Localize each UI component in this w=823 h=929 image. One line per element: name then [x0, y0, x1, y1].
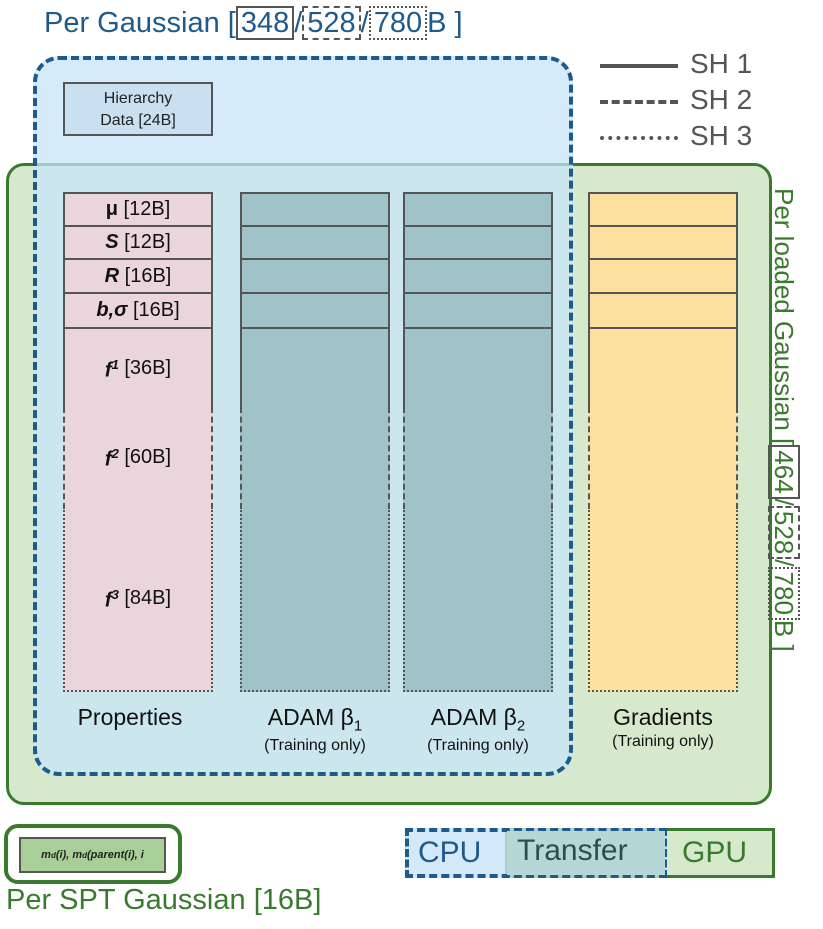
prop-b-sigma-cell: b,σ [16B] [63, 292, 213, 329]
gradients-note: (Training only) [612, 733, 714, 750]
legend-sh2-label: SH 2 [690, 84, 753, 115]
grad-cell [588, 225, 738, 260]
hierarchy-line2: Data [24B] [100, 112, 176, 129]
adam-beta2-column [403, 192, 553, 692]
grad-cell [588, 327, 738, 409]
adam2-cell [403, 407, 553, 509]
prop-f3-cell: f3 [84B] [63, 507, 213, 692]
legend-solid-line [600, 64, 678, 68]
prop-mu-symbol: μ [105, 198, 118, 220]
prop-f2-cell: f2 [60B] [63, 407, 213, 509]
prop-b-sigma-size: [16B] [132, 299, 180, 321]
per-loaded-gaussian-title: Per loaded Gaussian [464/528/780B ] [768, 188, 800, 652]
prop-mu-cell: μ [12B] [63, 192, 213, 227]
spt-m1: m [41, 849, 51, 861]
prop-f1-size: [36B] [124, 356, 172, 379]
gpu-label: GPU [682, 836, 748, 869]
per-gaussian-prefix: Per Gaussian [ [44, 7, 236, 39]
size-sh2-box: 528 [302, 6, 361, 40]
gradients-label: Gradients [613, 704, 713, 730]
prop-f2-sup: 2 [111, 445, 119, 461]
adam-beta1-text: ADAM β [267, 704, 354, 730]
prop-f1-cell: f1 [36B] [63, 327, 213, 409]
prop-r-cell: R [16B] [63, 258, 213, 294]
prop-mu-size: [12B] [123, 198, 171, 220]
adam-beta2-text: ADAM β [430, 704, 517, 730]
adam-beta2-label: ADAM β2 [403, 704, 553, 735]
spt-end: (parent(i), i [87, 849, 144, 861]
prop-f3-symbol: f [104, 589, 112, 612]
per-spt-gaussian-label: Per SPT Gaussian [16B] [6, 884, 322, 916]
hierarchy-line1: Hierarchy [103, 90, 173, 107]
adam2-cell [403, 292, 553, 329]
separator: / [769, 498, 799, 506]
per-loaded-suffix: B ] [769, 619, 799, 652]
prop-s-size: [12B] [124, 231, 171, 253]
spt-sub2: d [82, 850, 87, 860]
legend-dashed-line [600, 100, 678, 104]
prop-s-symbol: S [105, 231, 119, 253]
cpu-label: CPU [418, 836, 482, 869]
prop-f3-sup: 3 [111, 587, 119, 603]
spt-sub1: d [50, 850, 56, 860]
prop-f2-size: [60B] [124, 445, 172, 468]
prop-f1-sup: 1 [111, 356, 119, 372]
adam-beta1-label: ADAM β1 [240, 704, 390, 735]
per-gaussian-suffix: B ] [427, 7, 463, 39]
prop-r-size: [16B] [124, 264, 172, 287]
transfer-label: Transfer [517, 834, 628, 867]
grad-cell [588, 407, 738, 509]
loaded-size-sh1-box: 464 [768, 445, 800, 499]
transfer-legend-box [507, 831, 665, 875]
prop-s-cell: S [12B] [63, 225, 213, 260]
grad-cell [588, 292, 738, 329]
separator: / [769, 559, 799, 567]
adam-beta2-note: (Training only) [427, 737, 529, 754]
size-sh3-box: 780 [368, 6, 428, 40]
adam-beta1-sub: 1 [353, 717, 363, 735]
adam1-cell [240, 507, 390, 692]
hierarchy-data-box: Hierarchy Data [24B] [63, 82, 213, 136]
loaded-size-sh2-box: 528 [768, 505, 800, 560]
adam1-cell [240, 192, 390, 227]
adam-beta1-note: (Training only) [264, 737, 366, 754]
adam1-cell [240, 292, 390, 329]
grad-cell [588, 258, 738, 294]
size-sh1-box: 348 [235, 6, 295, 40]
properties-column: μ [12B] S [12B] R [16B] b,σ [16B] f1 [36… [63, 192, 213, 692]
properties-label: Properties [77, 704, 183, 730]
separator: / [294, 7, 303, 39]
adam2-cell [403, 327, 553, 409]
per-loaded-prefix: Per loaded Gaussian [ [769, 188, 799, 446]
prop-r-symbol: R [104, 264, 120, 287]
grad-cell [588, 507, 738, 692]
adam2-cell [403, 225, 553, 260]
prop-f2-symbol: f [104, 448, 112, 471]
separator: / [360, 7, 369, 39]
prop-b-sigma-symbol: b,σ [96, 299, 128, 321]
adam1-cell [240, 327, 390, 409]
legend-sh1-label: SH 1 [690, 48, 753, 79]
adam1-cell [240, 258, 390, 294]
adam-beta1-column [240, 192, 390, 692]
legend-dotted-line [600, 136, 678, 140]
prop-f3-size: [84B] [124, 587, 172, 609]
adam2-cell [403, 258, 553, 294]
adam1-cell [240, 407, 390, 509]
grad-cell [588, 192, 738, 227]
loaded-size-sh3-box: 780 [768, 566, 800, 620]
spt-mid: (i), m [55, 849, 83, 861]
adam1-cell [240, 225, 390, 260]
gradients-column [588, 192, 738, 692]
prop-f1-symbol: f [104, 359, 112, 382]
adam-beta2-sub: 2 [516, 717, 526, 735]
adam2-cell [403, 192, 553, 227]
legend-sh3-label: SH 3 [690, 120, 753, 151]
adam2-cell [403, 507, 553, 692]
